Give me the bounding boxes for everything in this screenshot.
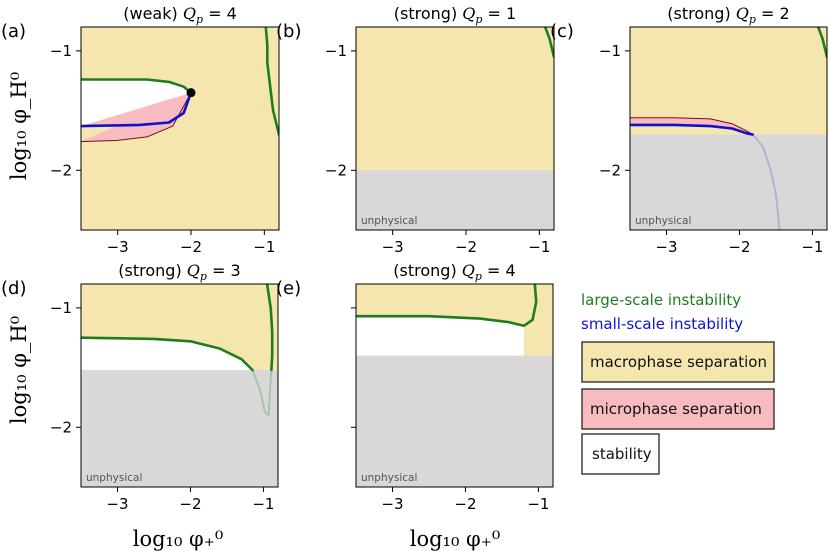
x-tick-label: −2 [455, 238, 477, 256]
x-tick-label: −1 [528, 238, 550, 256]
x-axis-label-right: log₁₀ φ₊⁰ [410, 527, 501, 551]
x-tick-label: −3 [655, 238, 677, 256]
panel-c: unphysical −3 −2 −1 −2 −1 (c) (strong) Qp = 2 [550, 4, 828, 256]
panel-d: unphysical −3 −2 −1 −2 −1 (d) (strong) Qp = 3 [1, 261, 279, 513]
large-scale-instability-line [264, 27, 279, 136]
x-axis-label-left: log₁₀ φ₊⁰ [133, 527, 224, 551]
x-tick-label: −3 [381, 495, 403, 513]
y-tick-label: −2 [599, 161, 621, 179]
stability-region [356, 316, 524, 356]
axes-frame [629, 26, 828, 231]
panel-letter: (b) [276, 21, 301, 42]
microphase-region [81, 92, 191, 142]
unphysical-region [356, 170, 554, 230]
legend-small-scale: small-scale instability [581, 315, 743, 333]
y-tick-label: −1 [599, 42, 621, 60]
legend-macro-box [581, 341, 775, 383]
faded-instability-line [251, 369, 273, 417]
unphysical-region [356, 355, 553, 487]
panel-letter: (a) [1, 21, 26, 42]
unphysical-region [630, 134, 827, 230]
x-tick-label: −1 [252, 495, 274, 513]
large-scale-instability-line [356, 284, 538, 328]
critical-point [186, 88, 196, 98]
x-tick-label: −2 [728, 238, 750, 256]
large-scale-instability-line [816, 27, 827, 59]
panel-b: unphysical −3 −2 −1 −2 −1 (b) (strong) Qp = 1 [276, 4, 555, 256]
panel-letter: (c) [550, 21, 574, 42]
legend-stability-label: stability [592, 445, 652, 463]
legend-macro-label: macrophase separation [590, 353, 767, 371]
plot-area: unphysical [630, 27, 827, 230]
large-scale-instability-line [81, 336, 254, 372]
large-scale-instability-line [265, 284, 274, 372]
y-tick-label: −1 [50, 42, 72, 60]
stability-region [81, 337, 253, 370]
x-tick-label: −1 [527, 495, 549, 513]
panel-title: (strong) Qp = 4 [393, 261, 515, 283]
unphysical-label: unphysical [635, 215, 691, 227]
large-scale-instability-line [543, 27, 554, 59]
unphysical-label: unphysical [361, 215, 417, 227]
panel-title: (weak) Qp = 4 [123, 4, 237, 26]
plot-area: unphysical [356, 27, 554, 230]
legend-large-scale: large-scale instability [581, 291, 741, 309]
microphase-boundary-line [630, 117, 754, 135]
small-scale-instability-line [630, 123, 754, 136]
panel-title: (strong) Qp = 1 [394, 4, 516, 26]
panel-e: unphysical −3 −2 −1 (e) (strong) Qp = 4 [276, 261, 554, 513]
axes-frame [80, 26, 280, 231]
plot-area: unphysical [356, 284, 553, 487]
legend-micro-label: microphase separation [590, 400, 762, 418]
panel-title: (strong) Qp = 3 [118, 261, 240, 283]
x-tick-label: −1 [253, 238, 275, 256]
y-tick-label: −1 [50, 299, 72, 317]
unphysical-label: unphysical [86, 472, 142, 484]
x-tick-label: −2 [180, 238, 202, 256]
small-scale-instability-line [81, 91, 193, 128]
panel-letter: (e) [276, 278, 301, 299]
large-scale-instability-line [81, 78, 193, 94]
y-tick-label: −2 [50, 161, 72, 179]
plot-area [81, 27, 279, 230]
x-tick-label: −3 [382, 238, 404, 256]
axes-frame [355, 26, 555, 231]
panel-letter: (d) [1, 278, 26, 299]
y-axis-label-top: log₁₀ φ_H⁰ [7, 72, 31, 180]
plot-area: unphysical [81, 284, 278, 487]
panels-layer: −3 −2 −1 −2 −1 (a) (weak) Qp = 4 unphysical −3 −2… [1, 4, 828, 513]
panel-title: (strong) Qp = 2 [667, 4, 789, 26]
unphysical-region [81, 369, 278, 487]
unphysical-label: unphysical [361, 472, 417, 484]
x-tick-label: −1 [801, 238, 823, 256]
panel-a: −3 −2 −1 −2 −1 (a) (weak) Qp = 4 [1, 4, 280, 256]
y-axis-label-bottom: log₁₀ φ_H⁰ [7, 316, 31, 424]
axes-frame [80, 283, 279, 488]
x-tick-label: −3 [107, 238, 129, 256]
legend-micro-box [581, 388, 775, 430]
y-tick-label: −1 [325, 42, 347, 60]
y-tick-label: −2 [325, 161, 347, 179]
axes-frame [355, 283, 554, 488]
x-tick-label: −2 [454, 495, 476, 513]
x-tick-label: −2 [179, 495, 201, 513]
x-tick-label: −3 [106, 495, 128, 513]
legend-stability-box [581, 433, 660, 475]
faded-instability-line [751, 133, 781, 230]
y-tick-label: −2 [50, 418, 72, 436]
